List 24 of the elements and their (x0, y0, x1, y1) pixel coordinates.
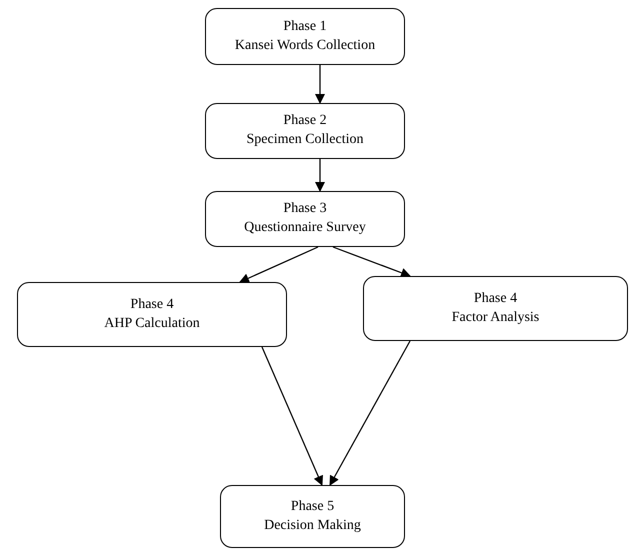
arrow (329, 340, 411, 486)
phase-title: Phase 5 (290, 498, 334, 516)
phase-title: Phase 4 (474, 290, 518, 308)
phase-title: Phase 3 (283, 200, 327, 218)
phase-label: Factor Analysis (452, 308, 540, 326)
phase-label: AHP Calculation (104, 314, 200, 332)
phase-label: Questionnaire Survey (244, 219, 366, 237)
phase-label: Kansei Words Collection (234, 36, 376, 54)
arrow (315, 65, 325, 104)
phase-label: Decision Making (264, 516, 361, 534)
process-box (363, 276, 628, 341)
phase-title: Phase 4 (130, 296, 174, 314)
arrow (261, 346, 323, 486)
arrow (332, 246, 411, 278)
phase-title: Phase 2 (283, 112, 327, 130)
process-box (205, 191, 405, 247)
process-box (17, 282, 287, 347)
arrow (239, 246, 318, 283)
process-box (205, 8, 405, 65)
process-box (220, 485, 405, 548)
arrow (315, 159, 325, 192)
phase-label: Specimen Collection (246, 131, 364, 149)
process-box (205, 103, 405, 159)
phase-title: Phase 1 (283, 18, 327, 36)
